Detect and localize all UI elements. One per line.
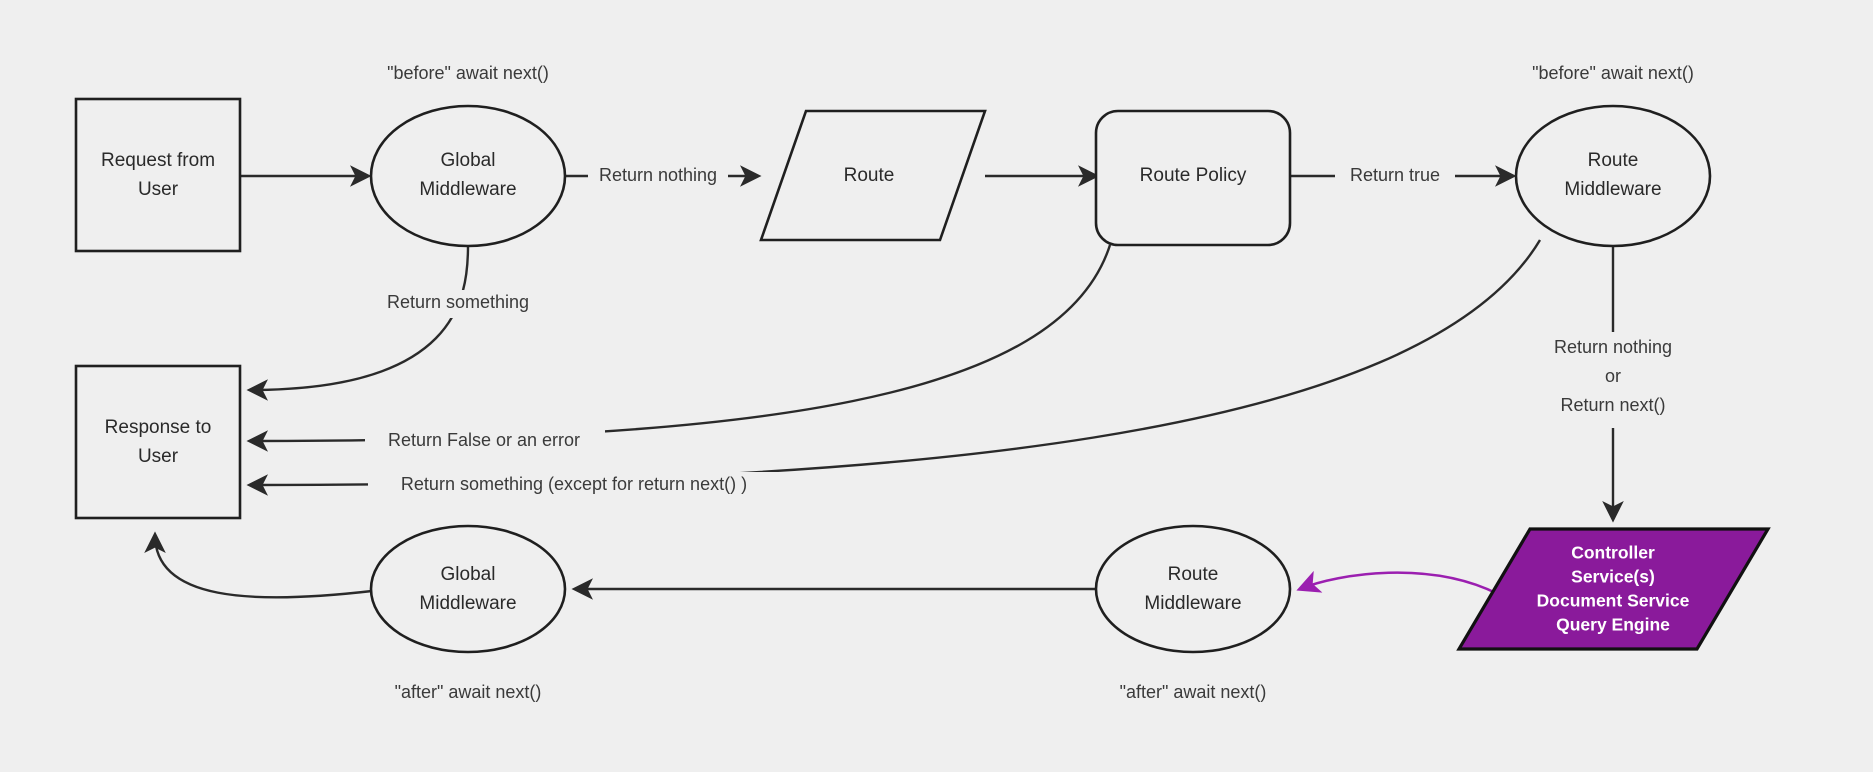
node-response-to-user[interactable]: Response to User [74,364,242,520]
node-global-middleware-bottom[interactable]: Global Middleware [369,524,567,654]
edge-label-return-nothing-or-next-line3: Return next() [1560,395,1665,415]
edge-label-return-false-or-error-text: Return False or an error [388,430,580,450]
edge-label-return-something: Return something [360,290,535,318]
edge-label-return-nothing-or-next-line1: Return nothing [1554,337,1672,357]
global-middleware-bottom-label-line2: Middleware [419,593,516,614]
edge-label-return-nothing-or-next: Return nothing or Return next() [1530,332,1702,428]
edge-controller-to-route-middleware-bottom [1296,570,1499,596]
route-middleware-top-label-line2: Middleware [1564,179,1661,200]
edge-label-return-something-except-text: Return something (except for return next… [401,474,747,494]
route-policy-label: Route Policy [1140,165,1247,186]
controller-services-label-line2: Service(s) [1571,567,1655,587]
route-middleware-bottom-label-line1: Route [1168,564,1219,585]
route-middleware-top-label-line1: Route [1588,150,1639,171]
annotation-after-await-next-global: "after" await next() [395,682,542,702]
controller-services-label-line1: Controller [1571,543,1655,563]
edge-label-return-nothing-or-next-line2: or [1605,366,1621,386]
edge-label-return-something-text: Return something [387,292,529,312]
route-middleware-top-shape [1514,104,1712,248]
edge-label-return-nothing: Return nothing [588,163,728,189]
controller-services-label-line4: Query Engine [1556,615,1670,635]
edge-label-return-true: Return true [1335,163,1455,189]
route-middleware-bottom-label-line2: Middleware [1144,593,1241,614]
edge-label-return-nothing-text: Return nothing [599,165,717,185]
route-policy-shape [1094,109,1292,247]
route-shape [759,109,987,242]
response-to-user-label-line2: User [138,446,179,467]
annotation-after-await-next-route: "after" await next() [1120,682,1267,702]
annotation-before-await-next-global: "before" await next() [387,63,549,83]
request-from-user-label-line2: User [138,179,179,200]
node-global-middleware-top[interactable]: Global Middleware [369,104,567,248]
request-from-user-label-line1: Request from [101,150,215,171]
global-middleware-top-label-line1: Global [441,150,496,171]
node-route[interactable]: Route [759,109,987,242]
node-controller-services[interactable]: Controller Service(s) Document Service Q… [1456,527,1771,651]
annotation-before-await-next-route: "before" await next() [1532,63,1694,83]
edge-label-return-false-or-error: Return False or an error [365,428,605,456]
global-middleware-top-shape [369,104,567,248]
controller-services-shape [1456,527,1771,651]
node-route-middleware-top[interactable]: Route Middleware [1514,104,1712,248]
global-middleware-top-label-line2: Middleware [419,179,516,200]
response-to-user-label-line1: Response to [105,417,212,438]
node-route-policy[interactable]: Route Policy [1094,109,1292,247]
edge-global-middleware-bottom-to-response [144,531,373,599]
edge-route-policy-to-response [246,244,1112,452]
global-middleware-bottom-shape [369,524,567,654]
node-request-from-user[interactable]: Request from User [74,97,242,253]
edge-global-middleware-to-response [246,245,470,401]
node-route-middleware-bottom[interactable]: Route Middleware [1094,524,1292,654]
route-middleware-bottom-shape [1094,524,1292,654]
request-from-user-shape [74,97,242,253]
edge-label-return-something-except: Return something (except for return next… [368,472,780,500]
global-middleware-bottom-label-line1: Global [441,564,496,585]
response-to-user-shape [74,364,242,520]
controller-services-label-line3: Document Service [1537,591,1690,611]
edge-label-return-true-text: Return true [1350,165,1440,185]
route-label: Route [844,165,895,186]
